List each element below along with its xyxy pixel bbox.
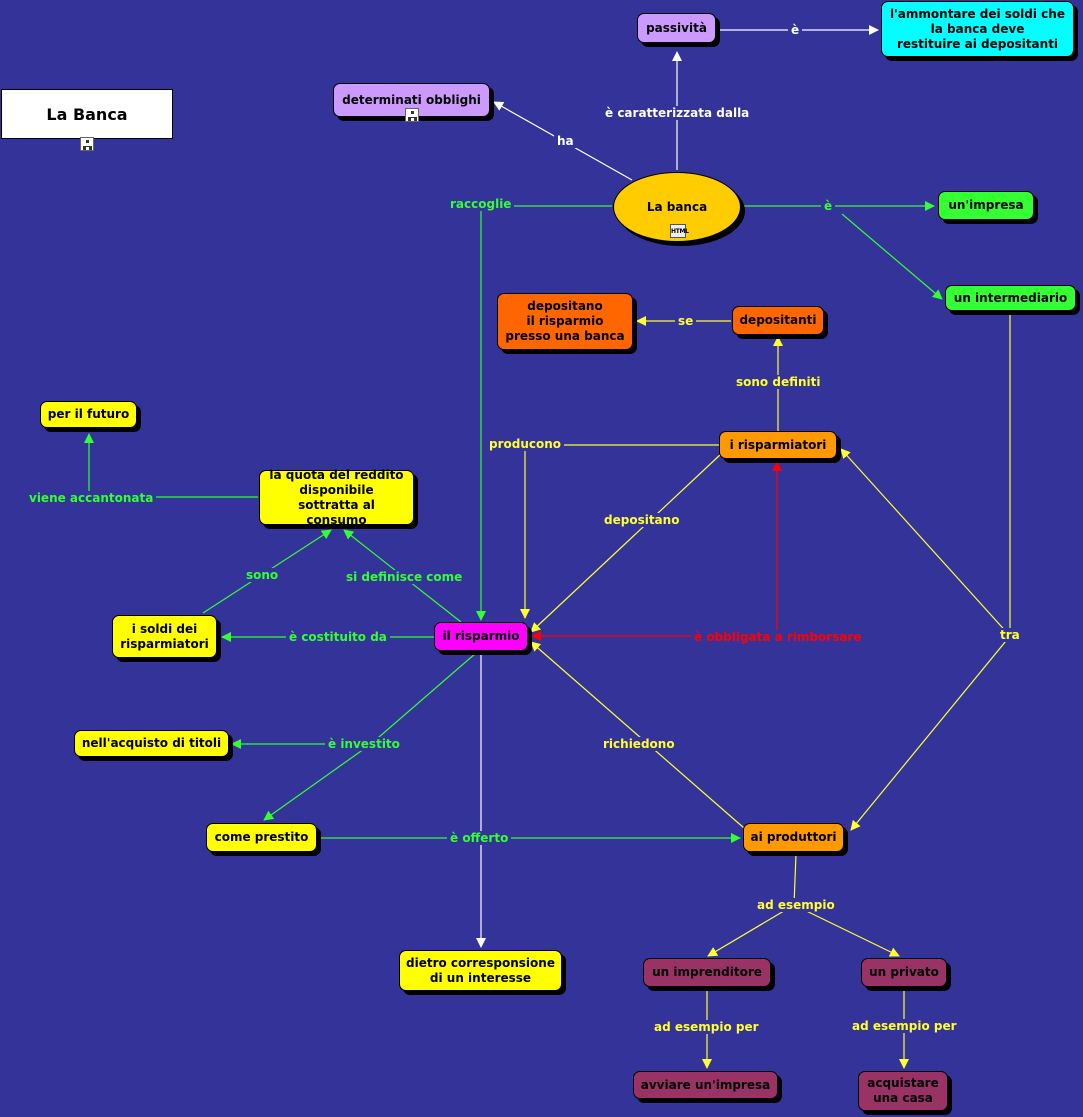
node-avviare-impresa[interactable]: avviare un'impresa	[633, 1071, 778, 1099]
link-label-e-impresa: è	[821, 199, 836, 213]
link-label-sono: sono	[243, 568, 282, 582]
node-quota-reddito[interactable]: la quota del reddito disponibile sottrat…	[259, 468, 414, 527]
link-line	[530, 641, 745, 829]
link-label-si-definisce: si definisce come	[343, 570, 466, 584]
node-passivita[interactable]: passività	[637, 13, 716, 43]
node-la-banca-title[interactable]: La Banca	[1, 89, 173, 139]
node-intermediario[interactable]: un intermediario	[945, 285, 1076, 311]
link-label-richiedono: richiedono	[600, 737, 678, 751]
node-come-prestito[interactable]: come prestito	[206, 823, 317, 852]
concept-map-icon[interactable]	[80, 137, 94, 151]
link-line	[841, 213, 943, 300]
node-depositanti[interactable]: depositanti	[732, 306, 824, 335]
node-impresa[interactable]: un'impresa	[938, 191, 1034, 220]
link-label-viene-accantonata: viene accantonata	[26, 491, 157, 505]
link-label-caratterizzata: è caratterizzata dalla	[602, 106, 753, 120]
link-label-producono: producono	[486, 437, 565, 451]
link-line	[793, 853, 797, 906]
link-line	[231, 652, 477, 749]
node-soldi-risparmiatori[interactable]: i soldi dei risparmiatori	[112, 615, 217, 658]
node-imprenditore[interactable]: un imprenditore	[643, 958, 771, 987]
link-label-offerto: è offerto	[447, 831, 512, 845]
link-label-ad-esempio-per-1: ad esempio per	[651, 1020, 762, 1034]
link-label-e-passivita: è	[788, 23, 803, 37]
node-ai-produttori[interactable]: ai produttori	[743, 823, 844, 852]
link-line	[520, 444, 719, 619]
link-line	[476, 205, 612, 621]
html-icon[interactable]: HTML	[670, 224, 689, 238]
concept-map-icon[interactable]	[405, 108, 419, 122]
link-label-raccoglie: raccoglie	[447, 197, 515, 211]
node-acquisto-titoli[interactable]: nell'acquisto di titoli	[74, 730, 229, 757]
node-il-risparmio[interactable]: il risparmio	[434, 622, 528, 651]
node-acquistare-casa[interactable]: acquistare una casa	[858, 1071, 948, 1111]
link-line	[84, 433, 258, 498]
link-label-ha: ha	[554, 134, 577, 148]
link-label-investito: è investito	[325, 737, 403, 751]
link-label-costituito: è costituito da	[286, 630, 390, 644]
link-line	[840, 448, 1011, 637]
node-ammontare[interactable]: l'ammontare dei soldi che la banca deve …	[881, 1, 1074, 57]
link-line	[707, 904, 795, 957]
link-label-sono-definiti: sono definiti	[733, 375, 824, 389]
link-label-ad-esempio: ad esempio	[754, 898, 838, 912]
link-line	[850, 312, 1011, 831]
link-line	[263, 743, 372, 821]
node-per-il-futuro[interactable]: per il futuro	[40, 401, 137, 428]
link-label-ad-esempio-per-2: ad esempio per	[849, 1019, 960, 1033]
node-privato[interactable]: un privato	[861, 958, 947, 987]
link-label-obbligata: è obbligata a rimborsare	[691, 630, 865, 644]
node-interesse[interactable]: dietro corresponsione di un interesse	[399, 950, 562, 991]
node-risparmiatori[interactable]: i risparmiatori	[719, 431, 837, 459]
link-line	[793, 904, 900, 957]
link-label-depositano: depositano	[601, 513, 683, 527]
link-label-tra: tra	[997, 628, 1023, 642]
node-depositano-risparmio[interactable]: depositano il risparmio presso una banca	[497, 293, 633, 350]
link-line	[530, 453, 722, 633]
link-label-se: se	[675, 314, 697, 328]
